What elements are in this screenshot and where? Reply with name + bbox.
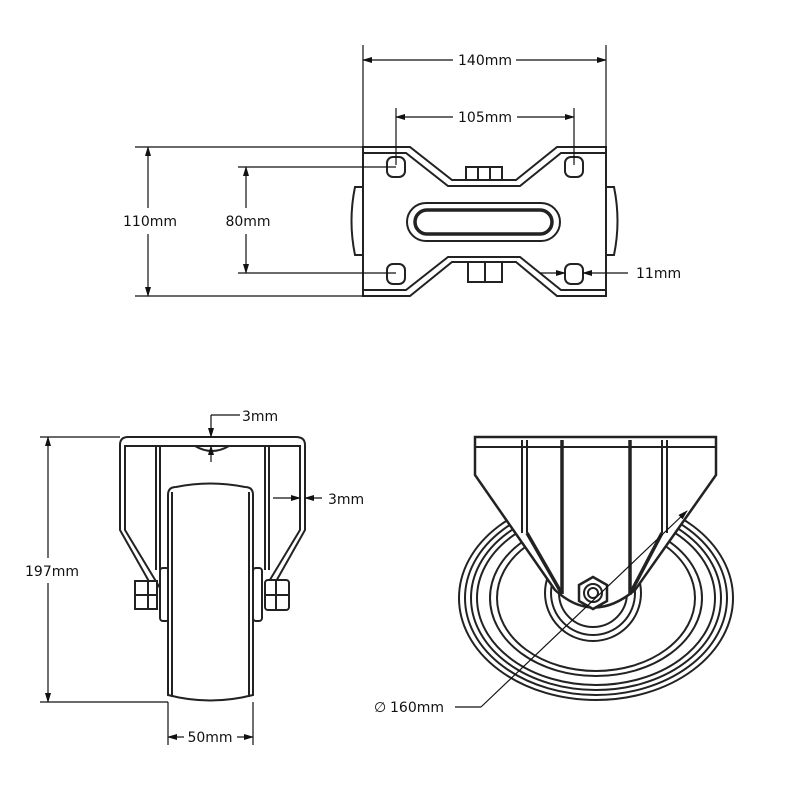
side-view: 3mm 3mm 197mm 50mm bbox=[25, 409, 364, 746]
wheel-side bbox=[167, 482, 254, 702]
side-lug-right bbox=[606, 186, 619, 256]
axle-nut bbox=[577, 575, 609, 611]
dim-50: 50mm bbox=[187, 730, 232, 746]
dim-160: 160mm bbox=[390, 700, 444, 716]
slot-inner bbox=[413, 208, 554, 236]
dim-197: 197mm bbox=[25, 564, 79, 580]
hub-right bbox=[252, 567, 263, 622]
top-nut bbox=[465, 166, 503, 181]
dim-140: 140mm bbox=[458, 53, 512, 69]
mount-hole bbox=[386, 263, 406, 285]
dim-11: 11mm bbox=[636, 266, 681, 282]
slot-outer bbox=[406, 202, 561, 242]
dim-110: 110mm bbox=[123, 214, 177, 230]
front-view: ∅ 160mm bbox=[374, 435, 734, 716]
side-lug-left bbox=[350, 186, 363, 256]
dim-105: 105mm bbox=[458, 110, 512, 126]
dim-side-plate-3: 3mm bbox=[328, 492, 364, 508]
dim-top-plate-3: 3mm bbox=[242, 409, 278, 425]
dim-80: 80mm bbox=[225, 214, 270, 230]
mount-hole bbox=[564, 263, 584, 285]
top-view: 140mm 105mm 110mm 80mm 11mm bbox=[123, 45, 681, 297]
dim-diameter-symbol: ∅ bbox=[374, 700, 386, 716]
